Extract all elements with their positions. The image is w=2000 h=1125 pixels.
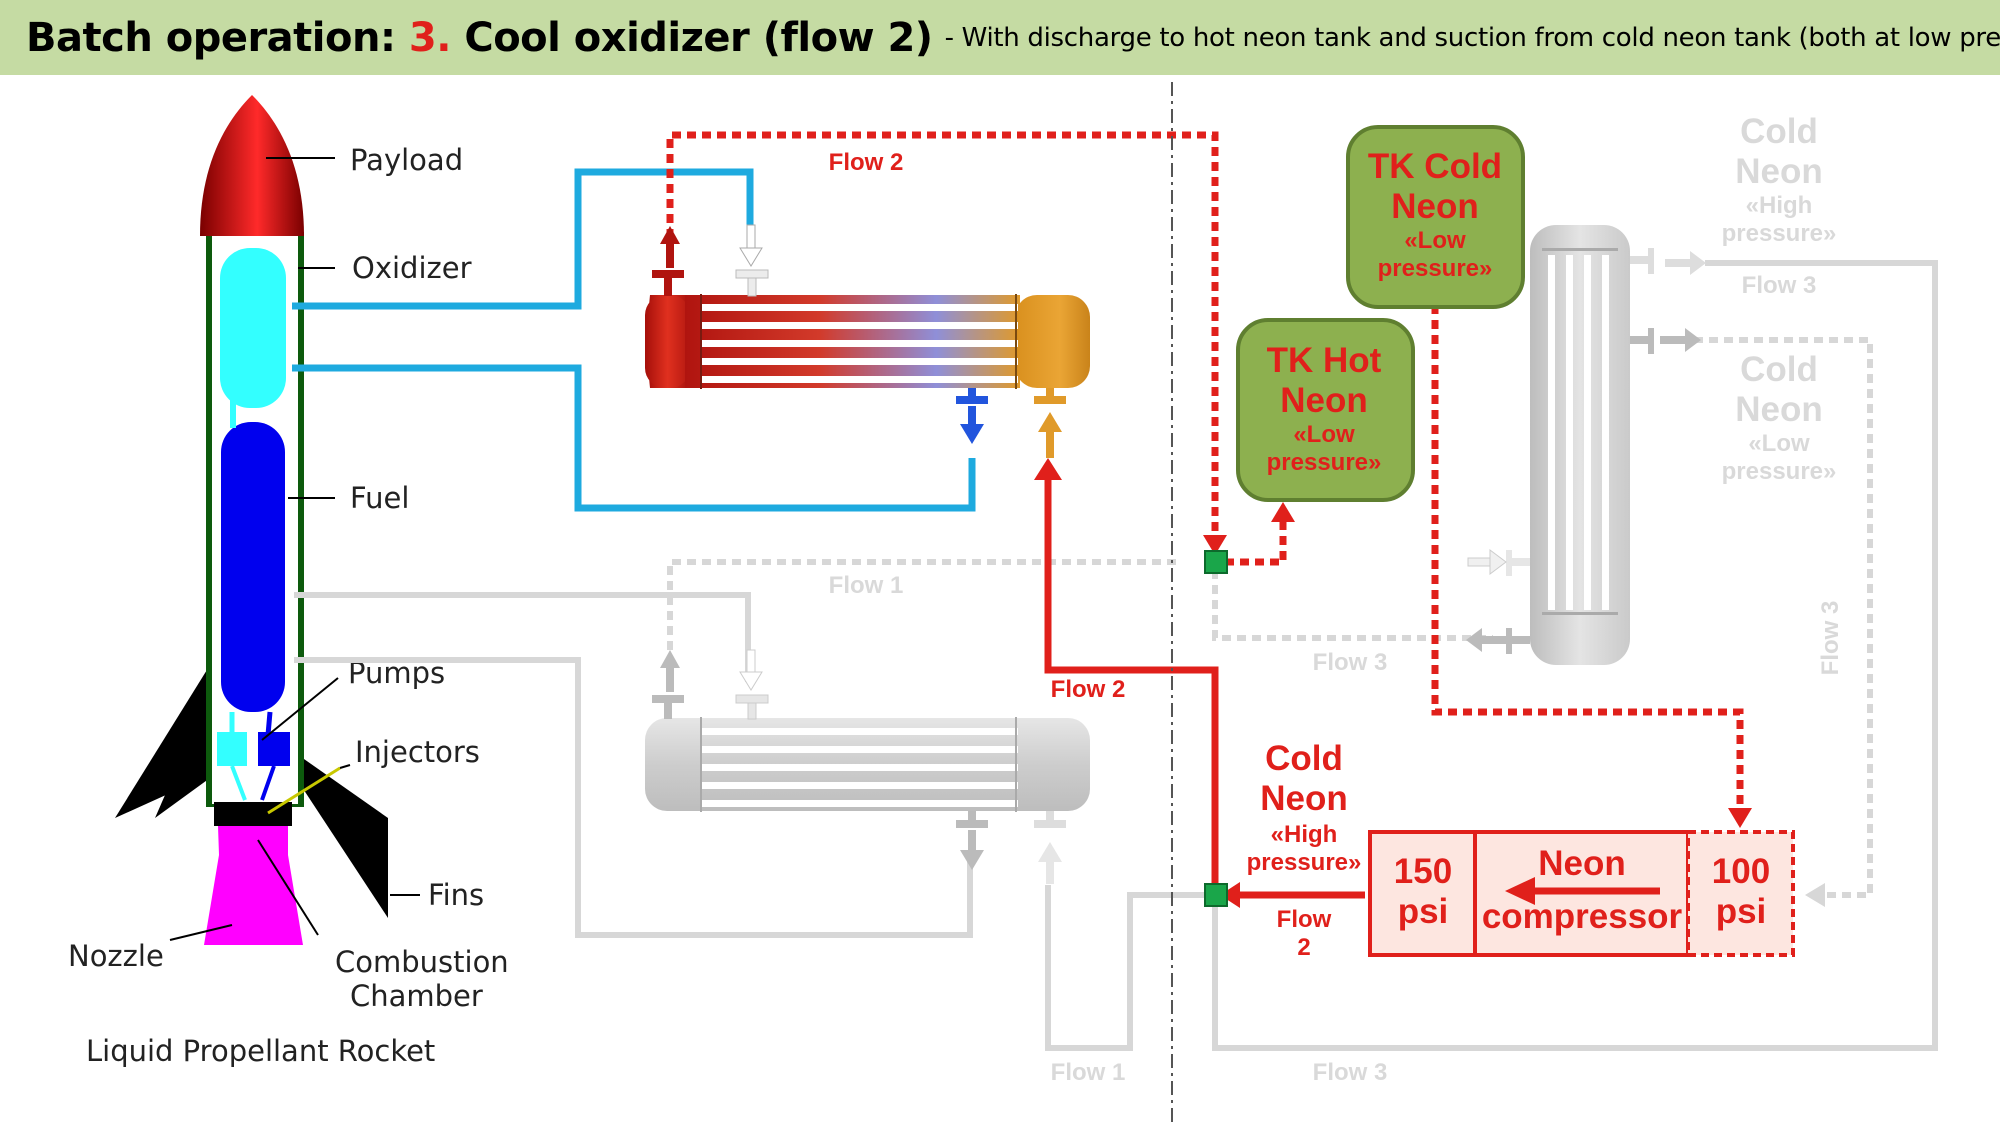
flow3-right-label: Flow 3	[1742, 272, 1817, 299]
compressor-inlet-unit: psi	[1716, 892, 1767, 931]
heat-exchanger-inactive	[645, 649, 1090, 884]
flow3-gray-dotted-right	[1664, 337, 1873, 898]
hot-neon-tank	[1236, 318, 1415, 502]
fuel-pump	[258, 732, 290, 766]
flow2-compressor-label-1: Flow	[1277, 906, 1332, 933]
payload-nose-cone	[200, 95, 304, 236]
cold-neon-tank	[1346, 125, 1525, 309]
cold-tank-title-1: TK Cold	[1368, 147, 1502, 186]
compressor-name-1: Neon	[1538, 844, 1626, 883]
combustion-nozzle	[204, 826, 303, 945]
label-injectors: Injectors	[355, 735, 480, 769]
cold-tank-pressure-1: «Low	[1404, 227, 1466, 254]
state-left-1: Cold	[1265, 739, 1343, 778]
state-right-mid-4: pressure»	[1722, 458, 1837, 485]
label-oxidizer: Oxidizer	[352, 251, 472, 285]
state-right-top-4: pressure»	[1722, 220, 1837, 247]
flow1-gray-return	[294, 657, 973, 938]
title-bar: Batch operation: 3. Cool oxidizer (flow …	[0, 0, 2000, 75]
vertical-heat-exchanger	[1466, 225, 1706, 665]
state-right-mid-3: «Low	[1748, 430, 1810, 457]
state-right-top-3: «High	[1746, 192, 1813, 219]
hot-tank-title-1: TK Hot	[1267, 341, 1382, 380]
step-number: 3.	[408, 14, 452, 61]
state-right-top-2: Neon	[1735, 152, 1823, 191]
flow1-mid-label: Flow 1	[829, 572, 904, 599]
flow2-top-label: Flow 2	[829, 149, 904, 176]
flow2-dotted-top	[666, 131, 1219, 540]
flow3-gray-loop	[1212, 260, 1938, 1051]
hot-tank-title-2: Neon	[1280, 381, 1368, 420]
label-nozzle: Nozzle	[68, 939, 164, 973]
state-right-top-1: Cold	[1740, 112, 1818, 151]
label-fins: Fins	[428, 878, 484, 912]
right-fin	[294, 752, 388, 918]
title-prefix: Batch operation:	[26, 14, 409, 61]
flow2-compressor-label-2: 2	[1297, 934, 1310, 961]
state-left-4: pressure»	[1247, 849, 1362, 876]
label-chamber: Chamber	[350, 979, 483, 1013]
compressor-name-2: compressor	[1482, 897, 1683, 936]
flow3-bottom-label: Flow 3	[1313, 1059, 1388, 1086]
junction-node-lower	[1204, 883, 1228, 907]
flow3-gray-dotted	[1212, 570, 1493, 641]
label-fuel: Fuel	[350, 481, 409, 515]
hot-tank-pressure-2: pressure»	[1267, 449, 1382, 476]
hot-tank-pressure-1: «Low	[1293, 421, 1355, 448]
fuel-tank	[221, 422, 285, 712]
state-left-2: Neon	[1260, 779, 1348, 818]
rocket-caption: Liquid Propellant Rocket	[86, 1034, 435, 1068]
label-combustion: Combustion	[335, 945, 509, 979]
compressor-outlet-pressure: 150	[1394, 852, 1452, 891]
flow1-bottom-label: Flow 1	[1051, 1059, 1126, 1086]
flow2-dotted-to-hot-tank	[1225, 518, 1287, 566]
page-title: Batch operation: 3. Cool oxidizer (flow …	[26, 15, 933, 61]
title-suffix: Cool oxidizer (flow 2)	[450, 14, 933, 61]
oxidizer-pump	[217, 732, 247, 766]
cold-tank-pressure-2: pressure»	[1378, 255, 1493, 282]
flow1-gray-dotted	[667, 559, 1180, 680]
state-right-mid-1: Cold	[1740, 350, 1818, 389]
flow2-mid-label: Flow 2	[1051, 676, 1126, 703]
junction-node-upper	[1204, 550, 1228, 574]
rocket-illustration	[115, 95, 420, 945]
state-left-3: «High	[1271, 821, 1338, 848]
oxidizer-return-line	[292, 364, 976, 512]
heat-exchanger-active	[645, 224, 1090, 458]
cold-tank-title-2: Neon	[1391, 187, 1479, 226]
flow2-solid-line	[1044, 478, 1219, 895]
state-right-mid-2: Neon	[1735, 390, 1823, 429]
flow1-gray-bottom	[1045, 885, 1215, 1051]
page-subtitle: - With discharge to hot neon tank and su…	[944, 22, 2000, 53]
oxidizer-supply-line	[292, 168, 754, 310]
neon-compressor	[1368, 830, 1795, 957]
compressor-outlet-unit: psi	[1398, 892, 1449, 931]
oxidizer-tank	[220, 248, 286, 408]
label-payload: Payload	[350, 143, 463, 177]
compressor-inlet-pressure: 100	[1712, 852, 1770, 891]
flow2-dotted-cold-tank	[1431, 305, 1744, 812]
flow3-mid-label: Flow 3	[1313, 649, 1388, 676]
flow3-vertical-label: Flow 3	[1817, 601, 1844, 676]
